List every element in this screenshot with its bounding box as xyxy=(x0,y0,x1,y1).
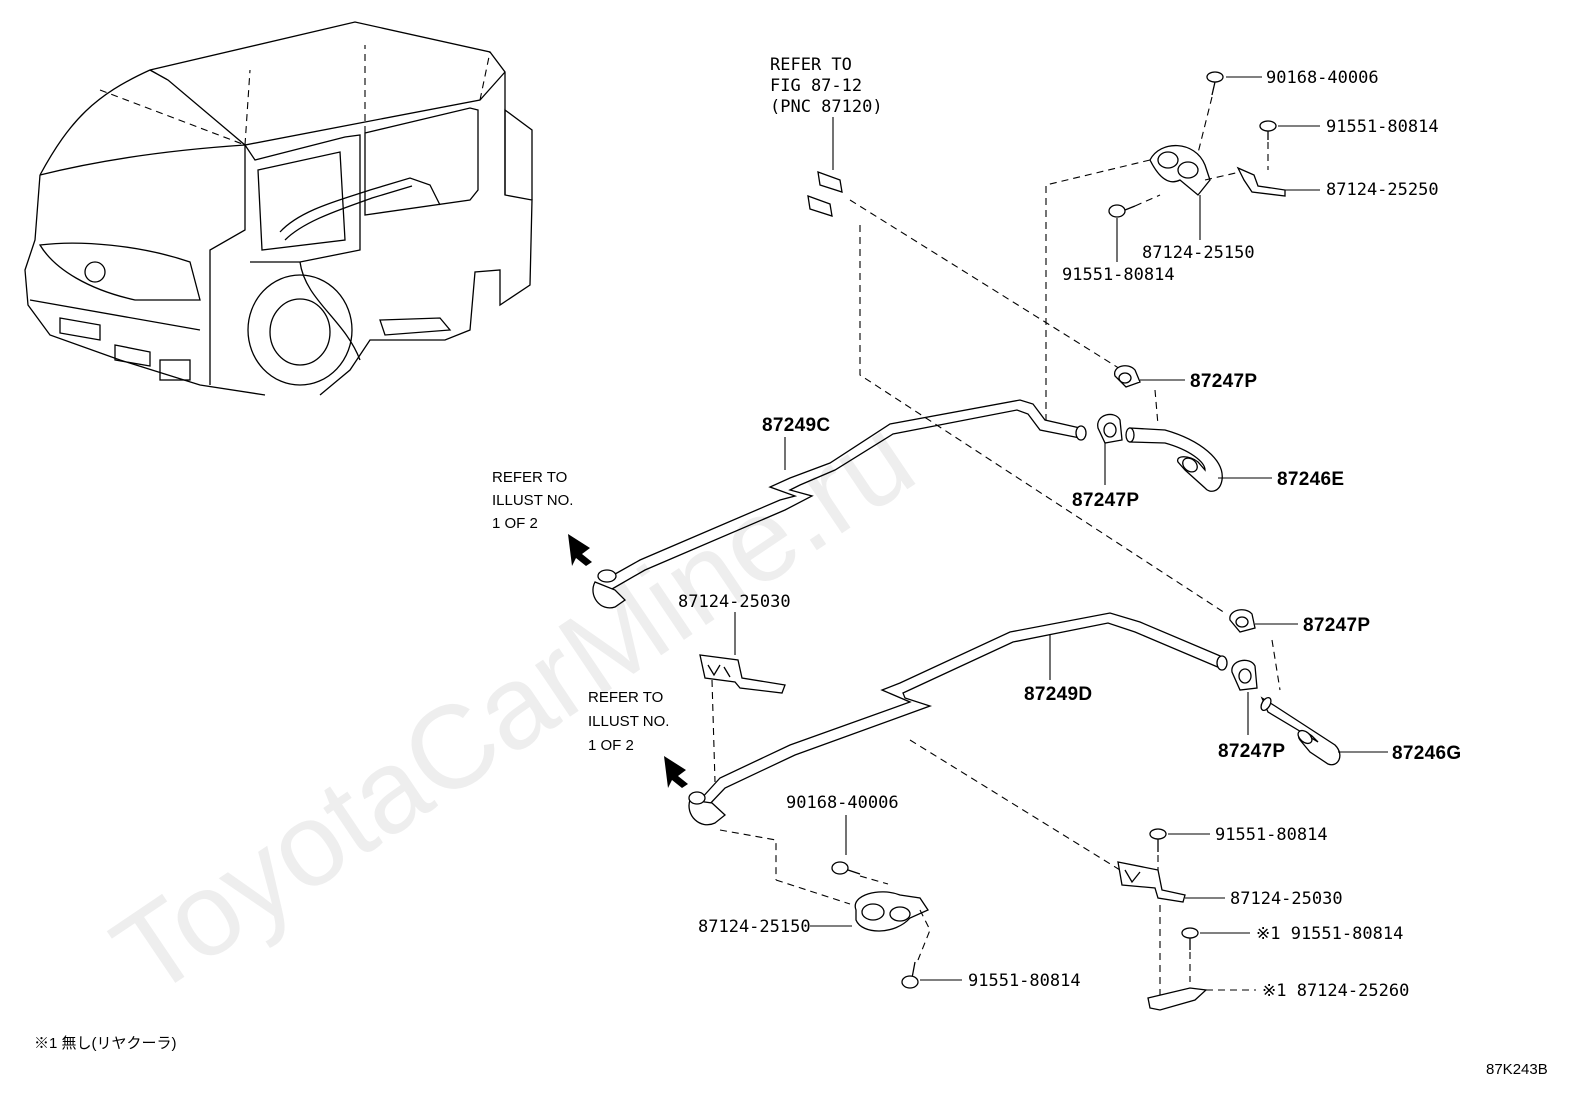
clamp-top xyxy=(1149,144,1211,196)
label-bracket-bottom-right: 87124-25030 xyxy=(1230,889,1343,909)
refer-fig-line1: REFER TO xyxy=(770,55,852,75)
bolt-top xyxy=(1206,71,1224,96)
bracket-top-right xyxy=(1236,166,1286,197)
label-clamp-top: 87124-25150 xyxy=(1142,243,1255,263)
label-bracket-top-right: 87124-25250 xyxy=(1326,180,1439,200)
refer-illust-upper-line1: REFER TO xyxy=(492,469,567,486)
pipe-ends-top xyxy=(807,171,843,217)
refer-fig-line2: FIG 87-12 xyxy=(770,76,862,96)
refer-fig-line3: (PNC 87120) xyxy=(770,97,883,117)
label-hose-upper: 87246E xyxy=(1277,469,1344,490)
label-bolt-bottom-left: 91551-80814 xyxy=(968,971,1081,991)
label-bolt-note: ※1 91551-80814 xyxy=(1256,924,1403,944)
bolt-note xyxy=(1181,927,1199,950)
arrow-lower xyxy=(664,756,688,788)
hose-clamp-upper-2 xyxy=(1097,413,1123,444)
label-hose-lower: 87246G xyxy=(1392,743,1461,764)
refer-illust-lower-line2: ILLUST NO. xyxy=(588,713,669,730)
diagram-code: 87K243B xyxy=(1486,1061,1548,1078)
refer-illust-lower-line3: 1 OF 2 xyxy=(588,737,634,754)
refer-illust-upper-line3: 1 OF 2 xyxy=(492,515,538,532)
footnote: ※1 無し(リヤクーラ) xyxy=(34,1035,177,1052)
bracket-note xyxy=(1147,987,1208,1011)
label-pipe-lower: 87249D xyxy=(1024,684,1092,705)
bolt-bottom-left xyxy=(901,961,919,989)
refer-illust-upper-line2: ILLUST NO. xyxy=(492,492,573,509)
label-bracket-mid: 87124-25030 xyxy=(678,592,791,612)
hose-clamp-lower-2 xyxy=(1231,659,1258,691)
bolt-bottom xyxy=(831,861,861,875)
arrow-upper xyxy=(568,534,592,566)
label-bracket-note: ※1 87124-25260 xyxy=(1262,981,1409,1001)
label-hose-clamp-upper-2: 87247P xyxy=(1072,490,1139,511)
clamp-bottom xyxy=(854,891,929,932)
label-bolt-top-right: 91551-80814 xyxy=(1326,117,1439,137)
bolt-top-left xyxy=(1108,204,1136,218)
bolt-top-right xyxy=(1259,120,1277,140)
label-bolt-top: 90168-40006 xyxy=(1266,68,1379,88)
label-clamp-bottom: 87124-25150 xyxy=(698,917,811,937)
truck-illustration xyxy=(24,21,533,396)
label-bolt-bottom: 90168-40006 xyxy=(786,793,899,813)
bolt-bottom-right xyxy=(1149,828,1167,852)
bracket-bottom-right xyxy=(1117,861,1186,903)
label-bolt-top-left: 91551-80814 xyxy=(1062,265,1175,285)
pipe-lower xyxy=(688,612,1228,826)
hose-clamp-lower-1 xyxy=(1229,609,1256,633)
label-hose-clamp-lower-1: 87247P xyxy=(1303,615,1370,636)
pipe-upper xyxy=(592,399,1087,609)
refer-illust-lower-line1: REFER TO xyxy=(588,689,663,706)
label-bolt-bottom-right: 91551-80814 xyxy=(1215,825,1328,845)
hose-clamp-upper-1 xyxy=(1114,365,1141,388)
label-pipe-upper: 87249C xyxy=(762,415,830,436)
hose-lower xyxy=(1260,696,1341,766)
bracket-mid xyxy=(699,654,786,694)
hose-upper xyxy=(1125,427,1223,492)
label-hose-clamp-upper-1: 87247P xyxy=(1190,371,1257,392)
label-hose-clamp-lower-2: 87247P xyxy=(1218,741,1285,762)
